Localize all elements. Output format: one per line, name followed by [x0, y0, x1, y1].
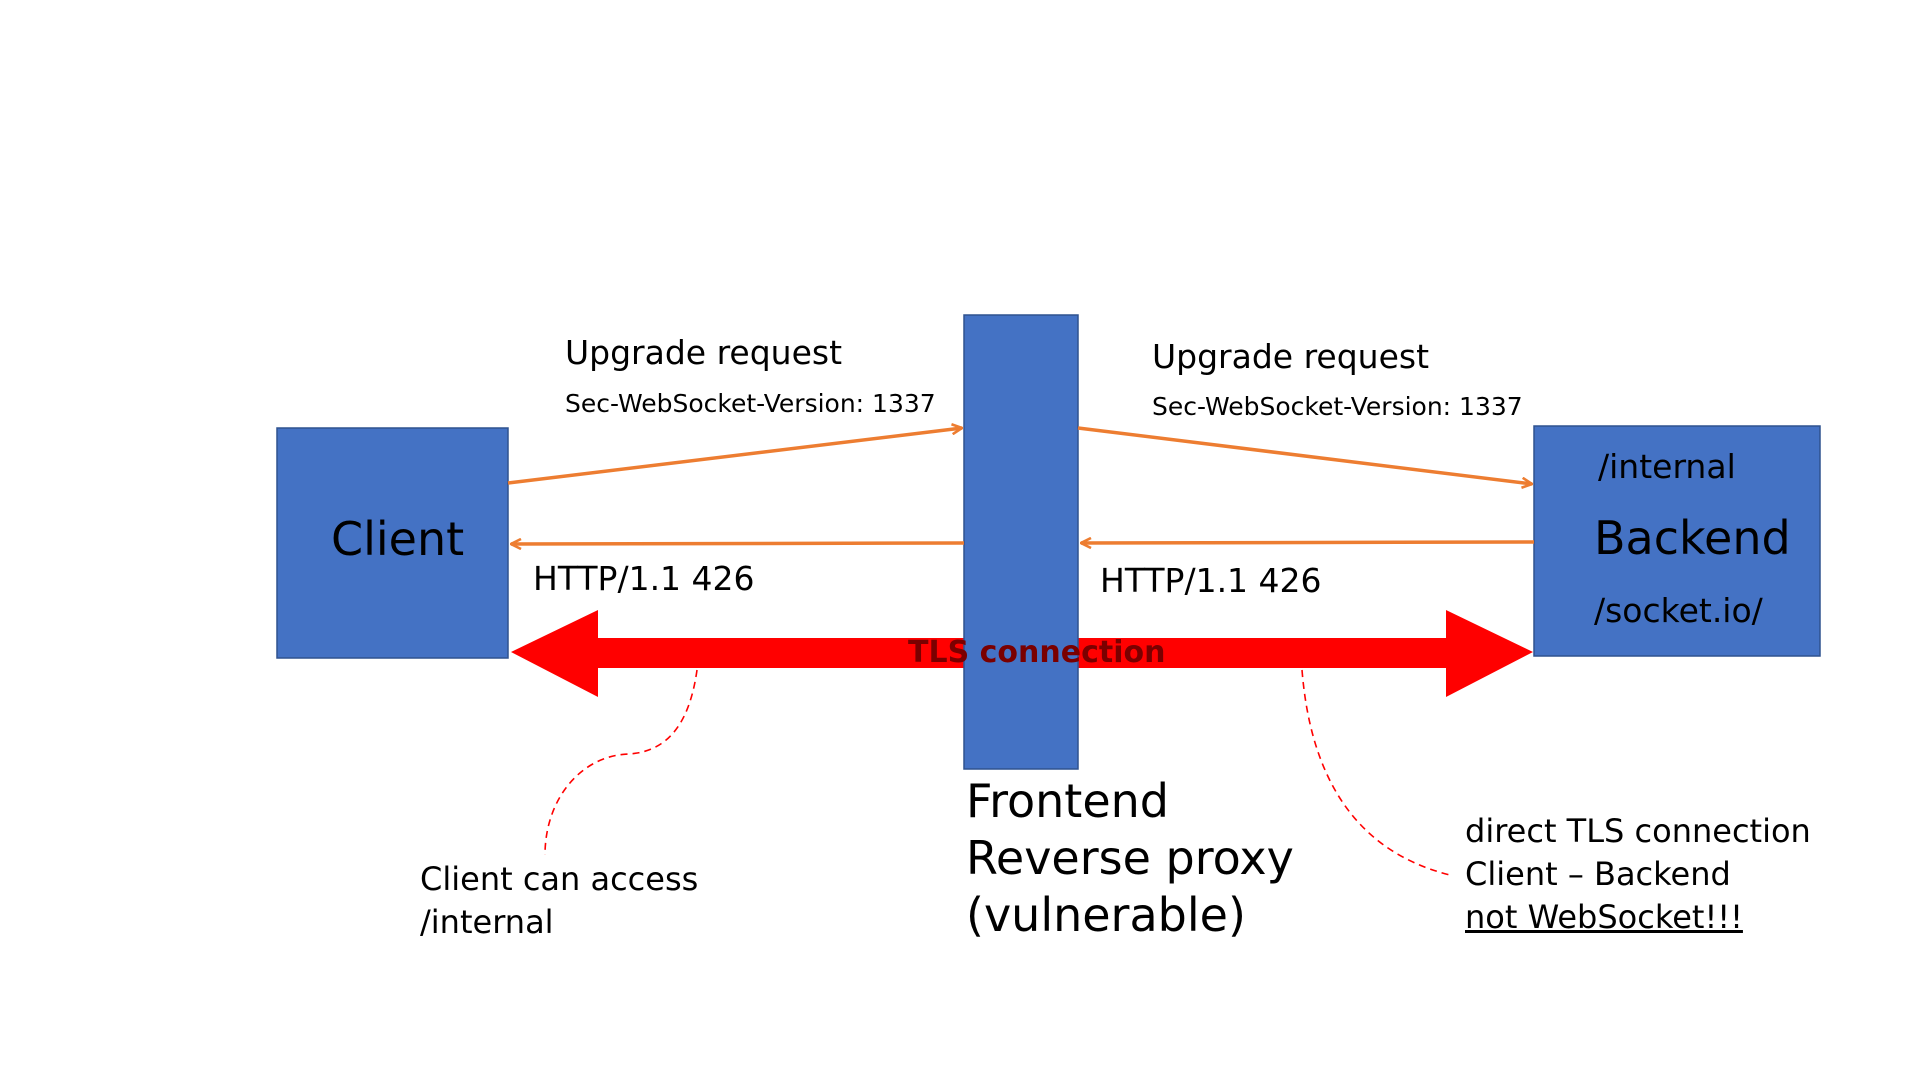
- client-box: [276, 427, 509, 659]
- backend-box: [1533, 425, 1821, 657]
- note-left-line1: Client can access: [420, 860, 699, 898]
- response-arrow-backend-to-frontend: [1081, 542, 1535, 543]
- left-request-header: Sec-WebSocket-Version: 1337: [565, 389, 936, 418]
- note-right-line1: direct TLS connection: [1465, 812, 1811, 850]
- left-request-title: Upgrade request: [565, 333, 843, 372]
- frontend-box: [963, 314, 1079, 770]
- request-arrow-frontend-to-backend: [1077, 426, 1532, 484]
- backend-path-internal: /internal: [1598, 447, 1736, 486]
- right-request-header: Sec-WebSocket-Version: 1337: [1152, 392, 1523, 421]
- right-response-label: HTTP/1.1 426: [1100, 561, 1322, 600]
- note-left-line2: /internal: [420, 903, 554, 941]
- response-arrow-frontend-to-client: [511, 543, 965, 544]
- tls-connection-label: TLS connection: [908, 635, 1166, 670]
- left-response-label: HTTP/1.1 426: [533, 559, 755, 598]
- note-right-connector: [1301, 669, 1451, 876]
- frontend-label-line3: (vulnerable): [966, 888, 1246, 942]
- frontend-label-line2: Reverse proxy: [966, 831, 1294, 885]
- client-label: Client: [331, 512, 465, 566]
- frontend-label-line1: Frontend: [966, 774, 1170, 828]
- note-right-line3: not WebSocket!!!: [1465, 898, 1743, 936]
- note-left-connector: [544, 669, 698, 856]
- request-arrow-client-to-frontend: [507, 428, 962, 485]
- right-request-title: Upgrade request: [1152, 337, 1430, 376]
- note-right-line2: Client – Backend: [1465, 855, 1731, 893]
- backend-label: Backend: [1594, 511, 1791, 565]
- backend-path-socketio: /socket.io/: [1594, 591, 1763, 630]
